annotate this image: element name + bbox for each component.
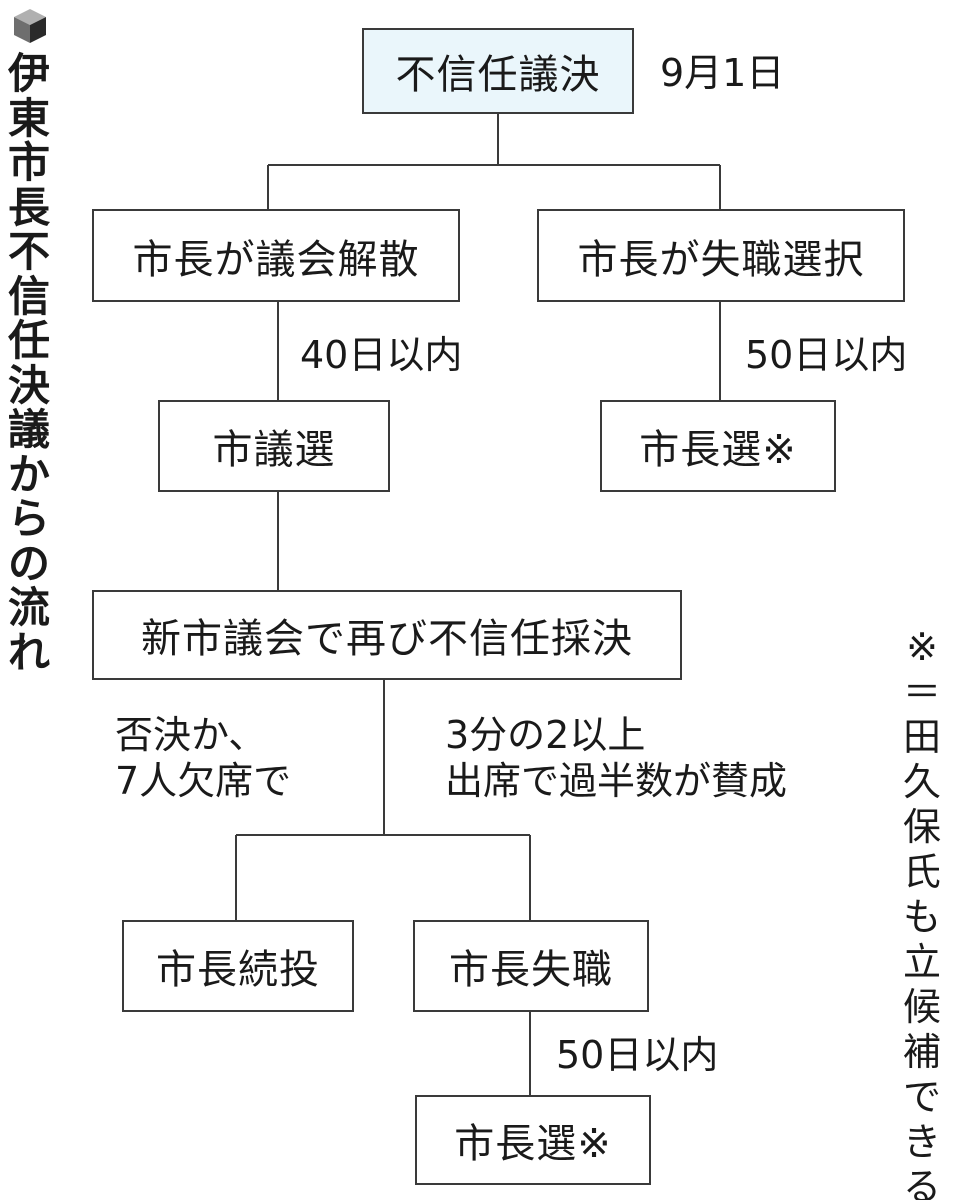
node-choose-resignation: 市長が失職選択 <box>537 209 905 302</box>
label-within-40-days: 40日以内 <box>300 333 463 377</box>
label-rejected-line1: 否決か、 <box>115 713 267 757</box>
node-mayor-loses-office: 市長失職 <box>413 920 649 1012</box>
node-mayor-continues: 市長続投 <box>122 920 354 1012</box>
label-within-50-days-b: 50日以内 <box>556 1033 719 1077</box>
node-mayor-election-1: 市長選※ <box>600 400 836 492</box>
footnote: ※＝田久保氏も立候補できる <box>902 625 941 1200</box>
node-mayor-election-2: 市長選※ <box>415 1095 651 1185</box>
node-council-election: 市議選 <box>158 400 390 492</box>
node-dissolve-council: 市長が議会解散 <box>92 209 460 302</box>
diagram-title: 伊東市長不信任決議からの流れ <box>7 49 50 677</box>
label-rejected-line2: 7人欠席で <box>115 759 292 803</box>
label-within-50-days-a: 50日以内 <box>745 333 908 377</box>
cube-icon <box>14 9 46 43</box>
label-passed-line2: 出席で過半数が賛成 <box>445 759 788 803</box>
node-revote: 新市議会で再び不信任採決 <box>92 590 682 680</box>
node-no-confidence-resolution: 不信任議決 <box>362 28 634 114</box>
connector-revote <box>235 680 531 920</box>
label-date: 9月1日 <box>660 51 785 95</box>
connector-start <box>267 114 721 209</box>
label-passed-line1: 3分の2以上 <box>445 713 646 757</box>
